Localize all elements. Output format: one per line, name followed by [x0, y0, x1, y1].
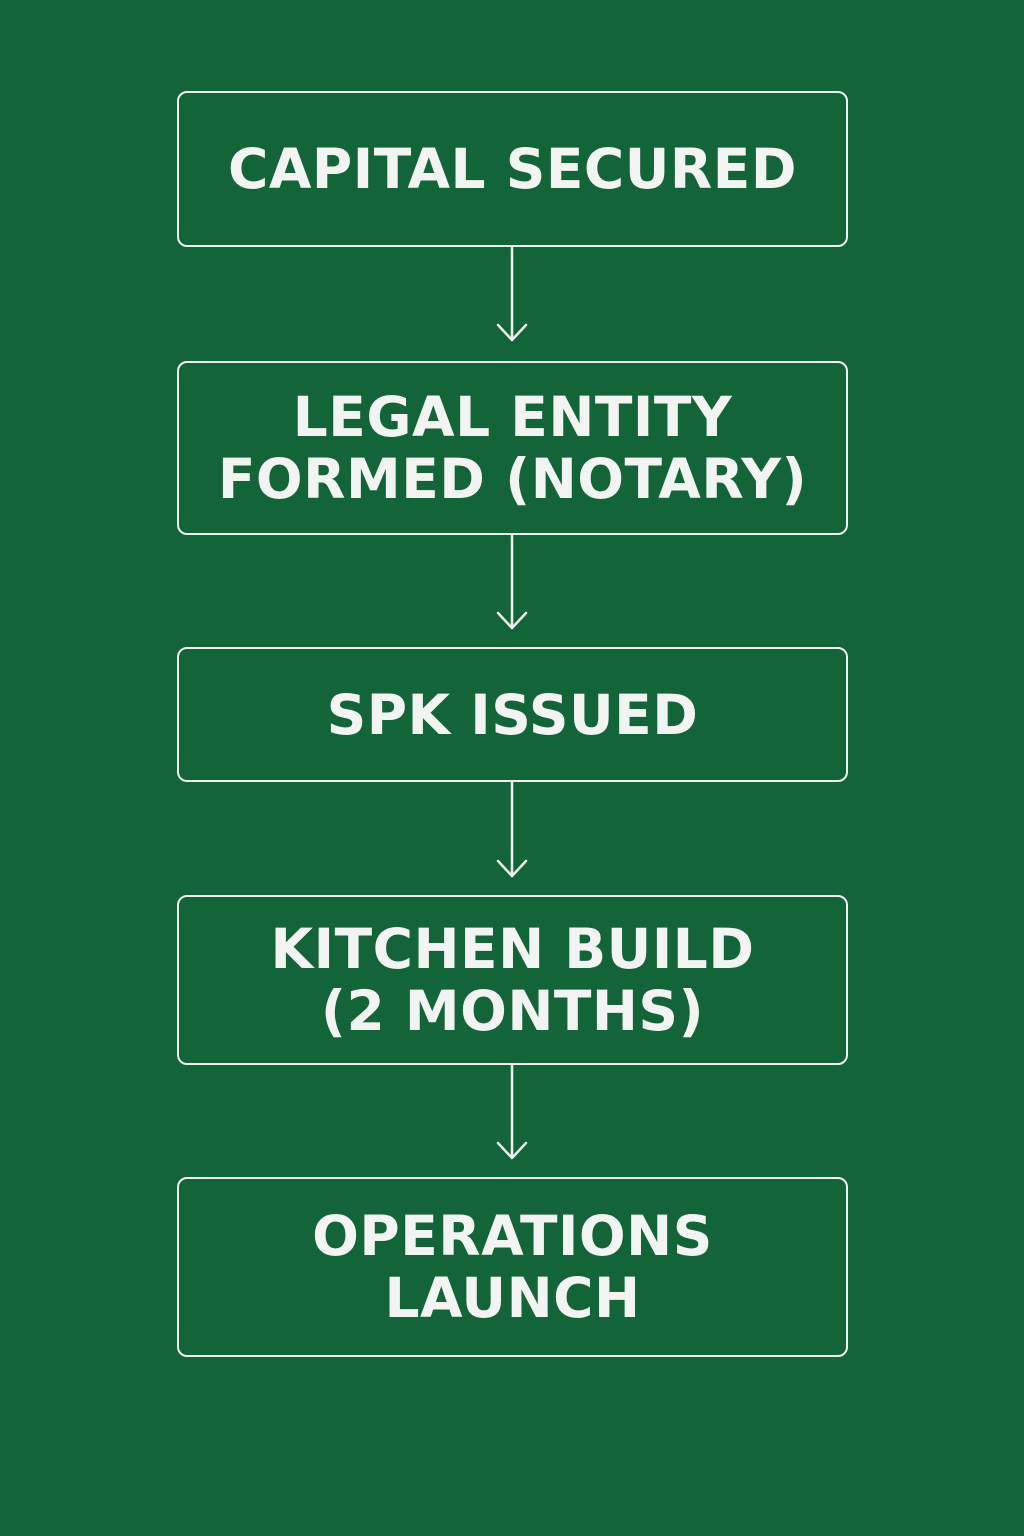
step-kitchen-build: KITCHEN BUILD (2 MONTHS) [177, 895, 848, 1065]
step-label-line: LAUNCH [384, 1266, 641, 1330]
arrow-1 [496, 245, 528, 342]
arrow-2 [496, 533, 528, 630]
step-label-line: CAPITAL SECURED [228, 137, 797, 201]
step-spk-issued: SPK ISSUED [177, 647, 848, 782]
arrow-4 [496, 1063, 528, 1160]
arrow-3 [496, 780, 528, 878]
step-label-line: OPERATIONS [312, 1204, 713, 1268]
step-label-line: FORMED (NOTARY) [217, 447, 808, 511]
step-label-line: (2 MONTHS) [320, 979, 705, 1043]
step-legal-entity-formed: LEGAL ENTITY FORMED (NOTARY) [177, 361, 848, 535]
step-label-line: LEGAL ENTITY [292, 385, 733, 449]
step-operations-launch: OPERATIONS LAUNCH [177, 1177, 848, 1357]
step-label-line: KITCHEN BUILD [270, 917, 755, 981]
step-label-line: SPK ISSUED [326, 682, 699, 747]
